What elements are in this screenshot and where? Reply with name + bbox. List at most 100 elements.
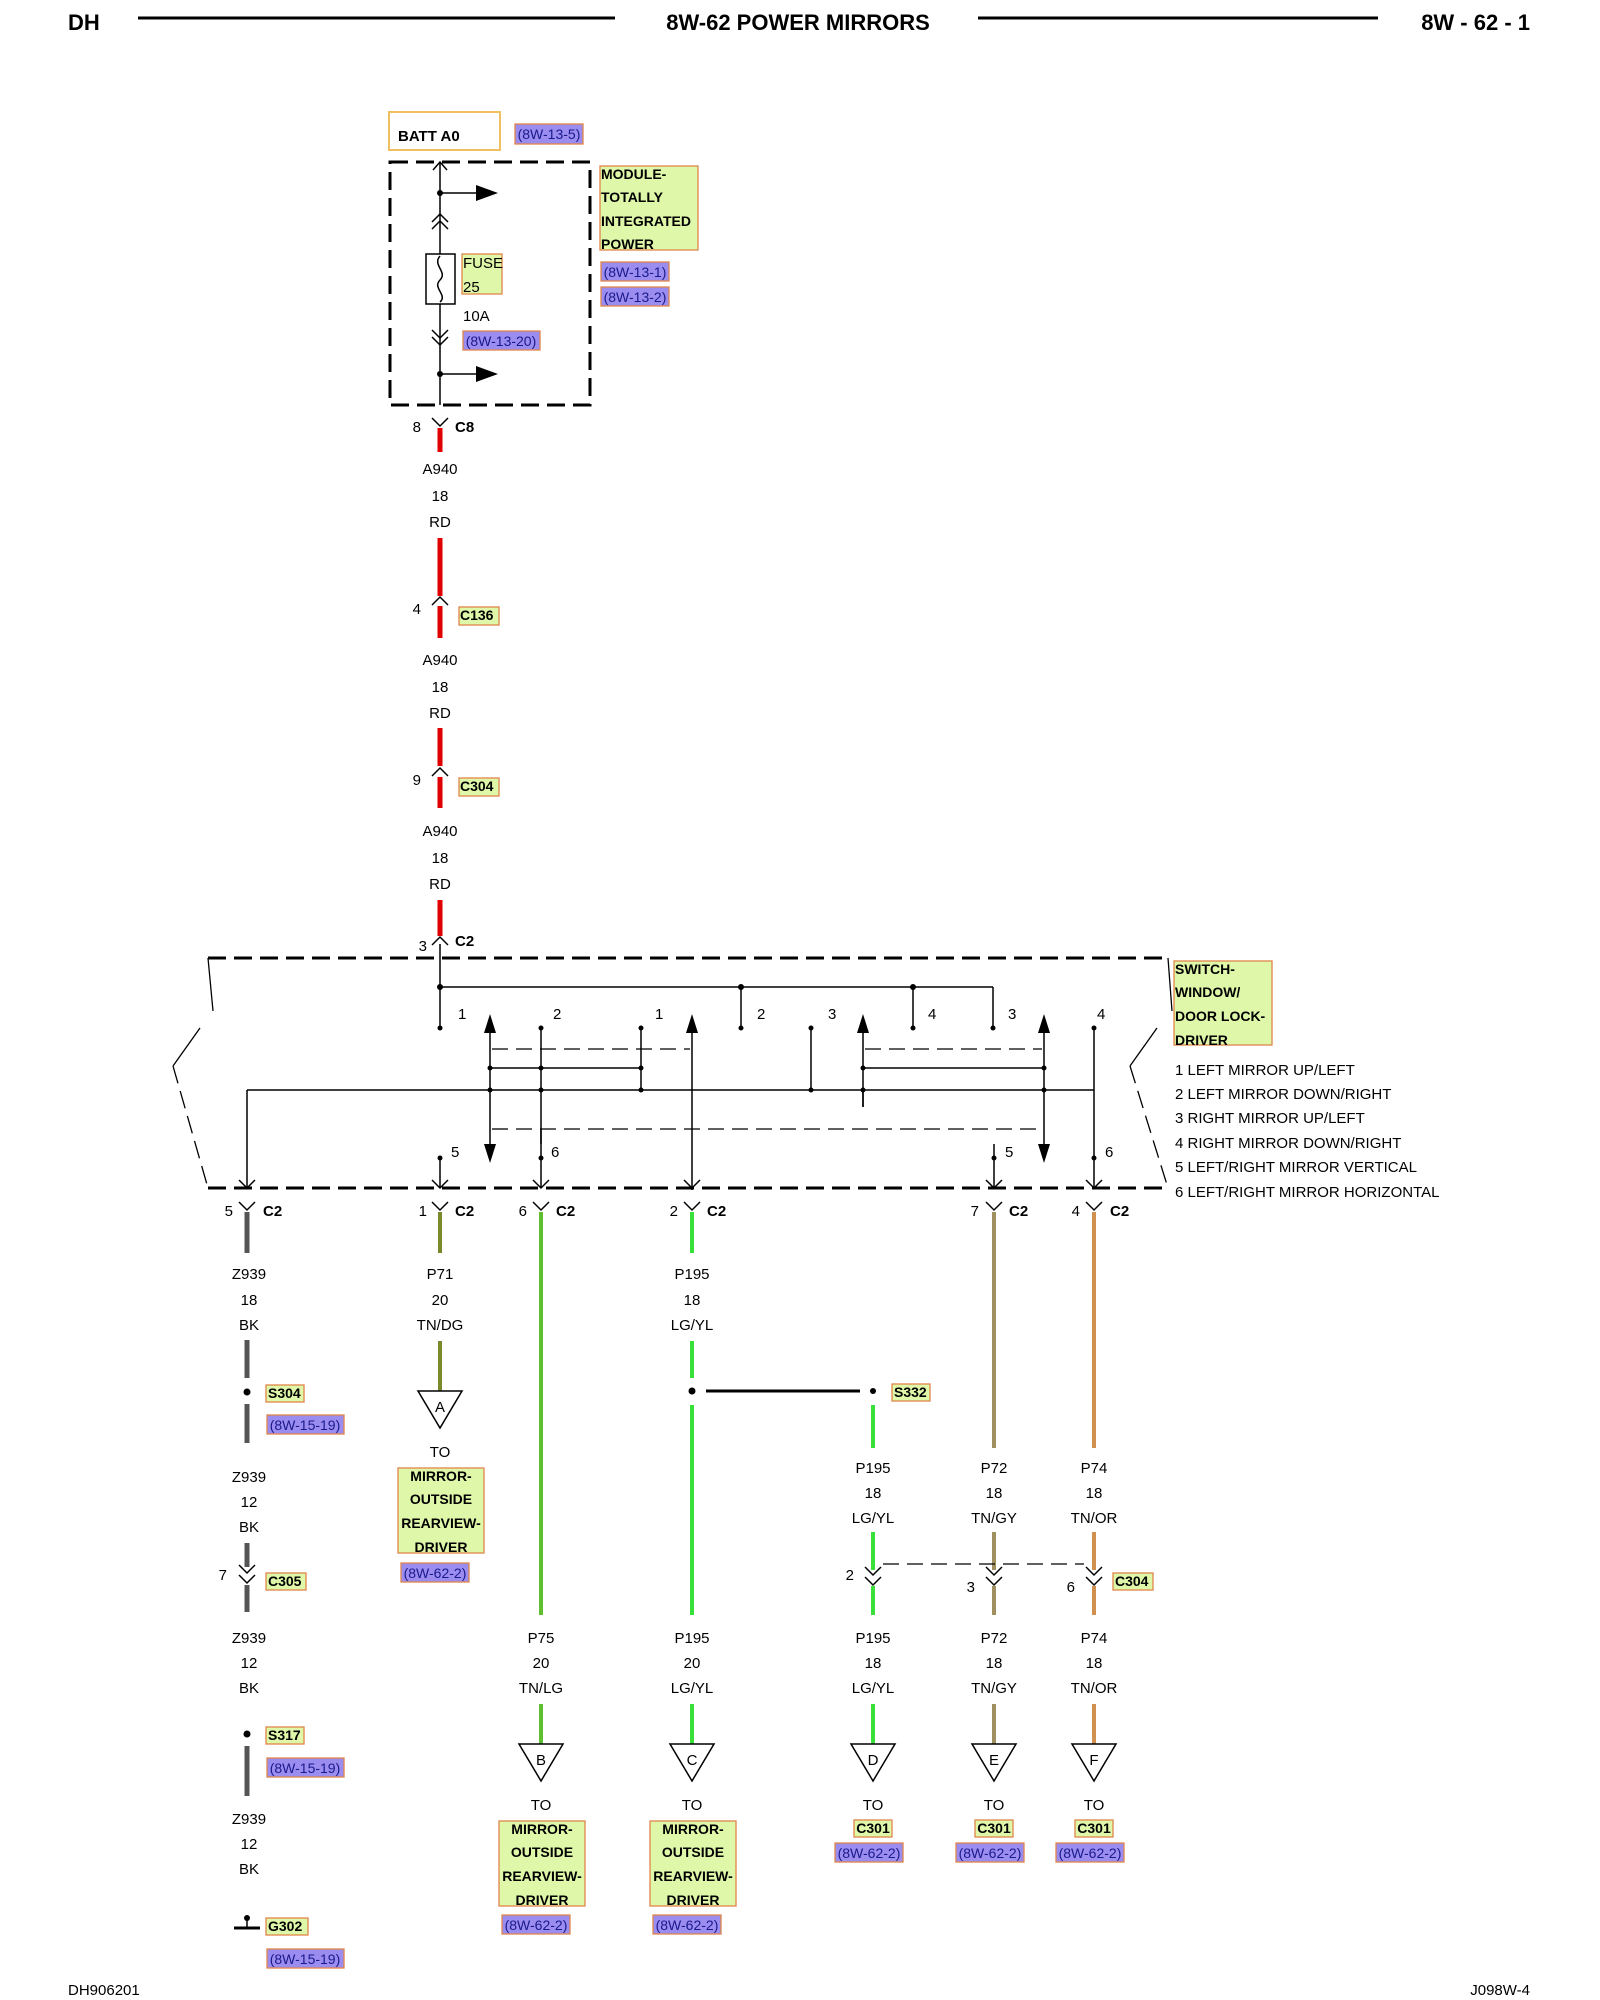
s317-splice[interactable]: S317 xyxy=(268,1727,301,1743)
e-dest[interactable]: C301 xyxy=(977,1820,1011,1836)
a940-feed-circuit: 8 C8 A940 18 RD 4 C136 A940 18 RD 9 C304… xyxy=(413,417,500,955)
e-ref-tag[interactable] xyxy=(955,1842,1025,1863)
g302-tag[interactable] xyxy=(265,1917,309,1936)
s317-ref-label[interactable]: (8W-15-19) xyxy=(270,1760,341,1776)
c8-connector[interactable]: C8 xyxy=(455,419,474,436)
fuse-ref-tag[interactable] xyxy=(462,330,541,351)
fuse-ref-label[interactable]: (8W-13-20) xyxy=(466,333,537,349)
c304-pin-p72: 3 xyxy=(967,1579,975,1596)
s317-ref-tag[interactable] xyxy=(266,1757,345,1778)
p75-dest-1: MIRROR- xyxy=(511,1821,573,1837)
f-c301-tag[interactable] xyxy=(1074,1819,1114,1838)
c2-pin-p195: 2 xyxy=(670,1203,678,1220)
p75-dest-tag[interactable] xyxy=(498,1820,586,1907)
p195-dest-3: REARVIEW- xyxy=(653,1868,733,1884)
p195-bottom-color: LG/YL xyxy=(671,1680,714,1697)
switch-legend-2: 2 LEFT MIRROR DOWN/RIGHT xyxy=(1175,1086,1391,1103)
c305-tag[interactable] xyxy=(265,1572,307,1591)
f-to: TO xyxy=(1084,1797,1105,1814)
f-ref-label[interactable]: (8W-62-2) xyxy=(1059,1845,1122,1861)
p195-ref-label[interactable]: (8W-62-2) xyxy=(656,1917,719,1933)
p71-circuit-id: P71 xyxy=(427,1266,454,1283)
d-dest[interactable]: C301 xyxy=(856,1820,890,1836)
s304-splice[interactable]: S304 xyxy=(268,1385,301,1401)
p195-dest-tag[interactable] xyxy=(649,1820,737,1907)
header-title: 8W-62 POWER MIRRORS xyxy=(666,10,930,35)
c136-connector[interactable]: C136 xyxy=(460,607,494,623)
switch-contact-1b: 1 xyxy=(655,1006,663,1023)
tip-module-name-2: TOTALLY xyxy=(601,189,664,205)
p195-to-marker[interactable] xyxy=(668,1743,716,1783)
s304-ref-tag[interactable] xyxy=(266,1414,345,1435)
s332-tag[interactable] xyxy=(891,1383,931,1402)
c2-conn-p195[interactable]: C2 xyxy=(707,1203,726,1220)
p75-to-marker[interactable] xyxy=(517,1743,565,1783)
c2-output-connectors: 5 C2 1 C2 6 C2 2 C2 7 C2 4 C2 xyxy=(225,1201,1129,1220)
f-to-marker[interactable] xyxy=(1070,1743,1118,1783)
p71-ref-label[interactable]: (8W-62-2) xyxy=(404,1565,467,1581)
g302-ref-tag[interactable] xyxy=(266,1948,345,1969)
e-ref-label[interactable]: (8W-62-2) xyxy=(959,1845,1022,1861)
c2-conn-p71[interactable]: C2 xyxy=(455,1203,474,1220)
f-ref-tag[interactable] xyxy=(1055,1842,1125,1863)
c2-conn-p75[interactable]: C2 xyxy=(556,1203,575,1220)
g302-ref-label[interactable]: (8W-15-19) xyxy=(270,1951,341,1967)
s304-tag[interactable] xyxy=(265,1384,305,1403)
p71-color: TN/DG xyxy=(417,1317,464,1334)
tip-ref-label-1[interactable]: (8W-13-1) xyxy=(604,264,667,280)
batt-ref-label[interactable]: (8W-13-5) xyxy=(518,126,581,142)
p75-ref-tag[interactable] xyxy=(501,1914,571,1935)
p195-to: TO xyxy=(682,1797,703,1814)
c304-top-p74-gauge: 18 xyxy=(1086,1485,1103,1502)
c304-pin: 9 xyxy=(413,772,421,789)
c305-connector[interactable]: C305 xyxy=(268,1573,302,1589)
a940-segment2-gauge: 18 xyxy=(432,679,449,696)
z939-ground-circuit: Z939 18 BK S304 (8W-15-19) Z939 12 BK 7 … xyxy=(219,1212,345,1969)
footer-left: DH906201 xyxy=(68,1982,140,1999)
p195-bottom-gauge: 20 xyxy=(684,1655,701,1672)
e-c301-tag[interactable] xyxy=(974,1819,1014,1838)
p71-dest-tag[interactable] xyxy=(397,1467,485,1554)
d-c301-tag[interactable] xyxy=(853,1819,893,1838)
p71-to-marker[interactable] xyxy=(416,1390,464,1430)
c136-tag[interactable] xyxy=(458,606,500,626)
e-to-marker[interactable] xyxy=(970,1743,1018,1783)
switch-name-tag[interactable] xyxy=(1173,960,1273,1046)
c2-conn-p72[interactable]: C2 xyxy=(1009,1203,1028,1220)
d-letter: D xyxy=(868,1752,879,1769)
s317-tag[interactable] xyxy=(265,1726,305,1745)
page-footer: DH906201 J098W-4 xyxy=(68,1982,1530,1999)
d-to-marker[interactable] xyxy=(849,1743,897,1783)
p75-dest-2: OUTSIDE xyxy=(511,1844,573,1860)
fuse-25-tag[interactable] xyxy=(461,253,503,295)
tip-ref-tag-1[interactable] xyxy=(600,261,670,282)
p195-ref-tag[interactable] xyxy=(652,1914,722,1935)
c304-group-connector[interactable]: C304 xyxy=(1115,1573,1149,1589)
c2-pin-p74: 4 xyxy=(1072,1203,1080,1220)
e-to: TO xyxy=(984,1797,1005,1814)
p71-ref-tag[interactable] xyxy=(400,1562,470,1583)
switch-output-5b: 5 xyxy=(1005,1144,1013,1161)
tip-ref-label-2[interactable]: (8W-13-2) xyxy=(604,289,667,305)
g302-ground[interactable]: G302 xyxy=(268,1918,302,1934)
s304-ref-label[interactable]: (8W-15-19) xyxy=(270,1417,341,1433)
c304-group-tag[interactable] xyxy=(1112,1572,1154,1591)
tip-module-name-tag[interactable] xyxy=(599,165,699,251)
c2-conn-p74[interactable]: C2 xyxy=(1110,1203,1129,1220)
c304-feed-tag[interactable] xyxy=(458,777,500,797)
switch-legend-5: 5 LEFT/RIGHT MIRROR VERTICAL xyxy=(1175,1159,1417,1176)
f-dest[interactable]: C301 xyxy=(1077,1820,1111,1836)
d-ref-tag[interactable] xyxy=(834,1842,904,1863)
c2-input-connector[interactable]: C2 xyxy=(455,933,474,950)
tip-ref-tag-2[interactable] xyxy=(600,286,670,307)
s332-splice[interactable]: S332 xyxy=(894,1384,927,1400)
c2-conn-z939[interactable]: C2 xyxy=(263,1203,282,1220)
tip-module-name-1: MODULE- xyxy=(601,166,667,182)
fuse-rating: 10A xyxy=(463,308,490,325)
batt-ref-tag[interactable] xyxy=(514,123,584,145)
c304-feed-connector[interactable]: C304 xyxy=(460,778,494,794)
header-left: DH xyxy=(68,10,100,35)
a940-segment1-color: RD xyxy=(429,514,451,531)
d-ref-label[interactable]: (8W-62-2) xyxy=(838,1845,901,1861)
p75-ref-label[interactable]: (8W-62-2) xyxy=(505,1917,568,1933)
